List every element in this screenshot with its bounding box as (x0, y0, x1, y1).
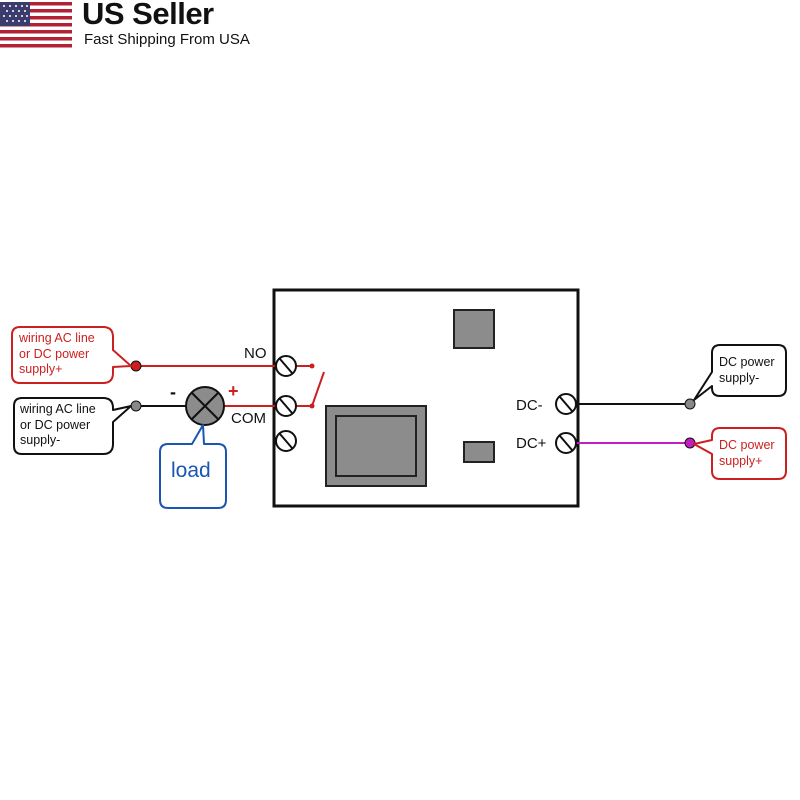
callout-ac-plus-bubble (11, 326, 132, 384)
terminal-dc-plus (555, 432, 577, 454)
callout-dc-plus-text: DC power supply+ (719, 438, 775, 469)
banner-subtitle: Fast Shipping From USA (84, 31, 250, 48)
wire-end-dc-minus (684, 398, 696, 410)
terminal-com-label: COM (231, 410, 266, 427)
switch-arm (311, 371, 325, 407)
callout-ac-minus-line-3: supply- (20, 433, 61, 447)
terminal-dc-minus (555, 393, 577, 415)
callout-ac-plus-line-1: wiring AC line (19, 331, 95, 345)
load-lamp-icon (185, 386, 225, 426)
load-callout-bubble (159, 424, 227, 509)
board-component-top (453, 309, 495, 349)
terminal-nc (275, 430, 297, 452)
terminal-com (275, 395, 297, 417)
wire-end-ac-plus (130, 360, 142, 372)
callout-dc-plus-line-2: supply+ (719, 453, 763, 468)
load-minus-sign: - (170, 382, 176, 402)
terminal-no-label: NO (244, 345, 267, 362)
terminal-no (275, 355, 297, 377)
callout-dc-minus-line-2: supply- (719, 370, 760, 385)
us-seller-banner: US Seller Fast Shipping From USA (0, 0, 270, 50)
callout-ac-plus-line-2: or DC power (19, 346, 90, 361)
terminal-dc-plus-label: DC+ (516, 435, 547, 452)
callout-dc-plus-bubble (693, 427, 787, 480)
load-label: load (171, 459, 211, 482)
switch-contact-no (309, 363, 315, 369)
callout-dc-plus-line-1: DC power (719, 438, 775, 452)
wire-end-dc-plus (684, 437, 696, 449)
banner-title: US Seller (82, 0, 214, 31)
callout-ac-minus-bubble (13, 397, 132, 455)
callout-ac-plus-line-3: supply+ (19, 362, 63, 376)
callout-dc-minus-bubble (693, 344, 787, 401)
terminal-dc-minus-label: DC- (516, 397, 543, 414)
wire-end-ac-minus (130, 400, 142, 412)
board-component-small (463, 441, 495, 463)
us-flag-icon (0, 2, 72, 48)
callout-dc-minus-text: DC power supply- (719, 355, 775, 386)
load-plus-sign: + (228, 381, 239, 401)
callout-ac-minus-text: wiring AC line or DC power supply- (20, 402, 96, 449)
callout-ac-minus-line-1: wiring AC line (20, 402, 96, 416)
callout-ac-plus-text: wiring AC line or DC power supply+ (19, 331, 95, 378)
callout-ac-minus-line-2: or DC power (20, 417, 91, 432)
callout-dc-minus-line-1: DC power (719, 355, 775, 369)
relay-component-inner (335, 415, 417, 477)
